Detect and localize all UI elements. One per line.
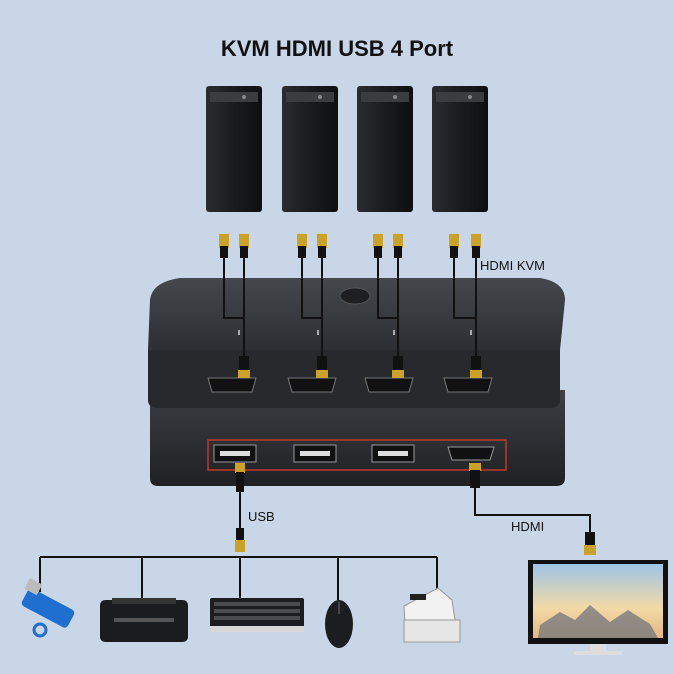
kvm-switch-device xyxy=(148,278,565,486)
usb-cable xyxy=(235,463,245,552)
peripheral-bus xyxy=(39,556,438,600)
pc-cables xyxy=(223,258,477,360)
keyboard-icon xyxy=(210,598,304,632)
pc-tower-4 xyxy=(432,86,488,212)
monitor-icon xyxy=(528,560,668,655)
usb-flash-drive-icon xyxy=(21,578,75,638)
pc-tower-1 xyxy=(206,86,262,212)
hdmi-label: HDMI xyxy=(511,519,545,534)
pc-tower-3 xyxy=(357,86,413,212)
pc-tower-2 xyxy=(282,86,338,212)
hdmi-kvm-label: HDMI KVM xyxy=(480,258,545,273)
pc-cable-connectors xyxy=(219,234,482,378)
scanner-icon xyxy=(403,587,461,643)
hdmi-cable xyxy=(469,463,596,555)
printer-icon xyxy=(100,598,188,642)
mouse-icon xyxy=(325,600,353,648)
diagram-title: KVM HDMI USB 4 Port xyxy=(220,36,454,61)
usb-label: USB xyxy=(248,509,275,524)
